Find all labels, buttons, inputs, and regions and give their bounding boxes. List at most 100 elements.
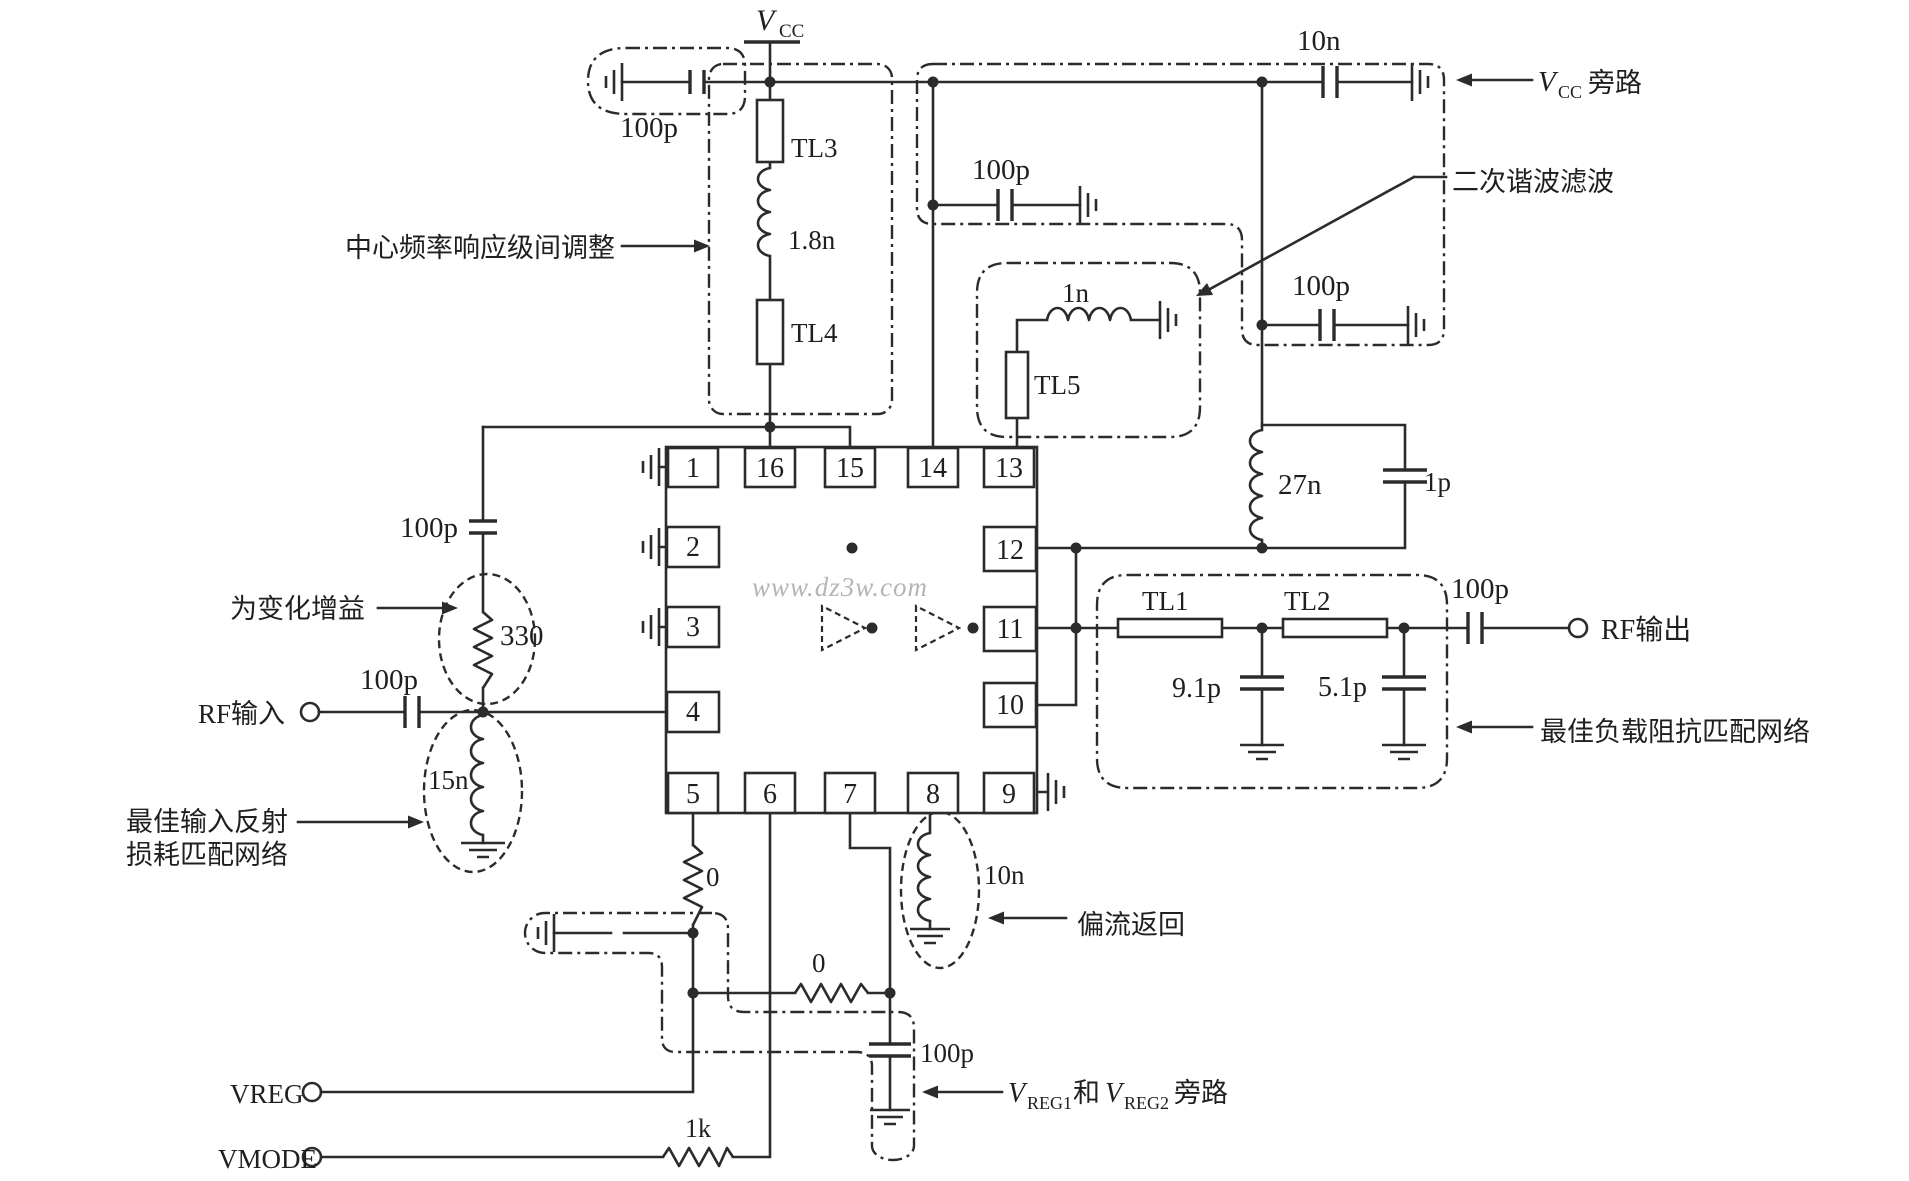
ic-pin-box-12 [982,525,1038,573]
ic-pin-box-1 [666,446,720,489]
ground-symbol [641,528,661,566]
arrow-icon [442,601,458,615]
value-tl4: TL4 [791,318,838,348]
ic-pin-box-15 [823,446,877,489]
tline-tl2 [1281,617,1389,639]
ic-pin-box-4 [665,690,721,734]
ic-pin-label-16: 16 [756,453,784,484]
ic-pin-box-16 [743,446,797,489]
annotation-vreg-sub1: REG1 [1027,1093,1072,1113]
value-topright-100p: 100p [972,154,1030,186]
arrow-icon [1456,73,1472,87]
capacitor-9p1 [1240,675,1284,691]
ic-pin-box-5 [666,771,720,815]
inductor-1n [1045,306,1133,322]
capacitor-output-100p [1466,612,1484,644]
pcb-boundary-outlines [422,46,1449,1162]
vreg-boundary-channel [523,911,916,1162]
vcc-bypass-boundary [915,62,1446,347]
value-9p1: 9.1p [1172,673,1221,704]
capacitor-topleft-100p [688,70,706,94]
ground-symbol [1406,306,1426,344]
arrow-icon [1456,720,1472,734]
tline-tl5 [1004,350,1030,420]
ic-pin-box-8 [906,771,960,815]
value-right-100p: 100p [1292,270,1350,302]
value-shunt-100p: 100p [400,512,458,544]
value-1p8n: 1.8n [788,225,836,255]
ic-pin-box-10 [982,681,1038,729]
tline-tl3 [755,98,785,164]
ground-symbol [641,608,661,646]
vmode-chain-wire [319,811,772,1159]
inductor-bias-10n [916,831,932,923]
arrow-icon [408,815,424,829]
resistors [472,611,870,1168]
value-27n: 27n [1278,469,1322,501]
rf-output-terminal [1567,617,1589,639]
arrow-icon [694,239,710,253]
vcc-feed-wire [1260,80,1410,432]
junction-dots [477,76,1410,999]
transmission-lines [755,98,1389,639]
annotation-input-match-2: 损耗匹配网络 [126,840,288,870]
resistor-0-vertical [682,844,704,926]
value-1k: 1k [685,1114,711,1143]
tline-tl1 [1116,617,1224,639]
ic-pin-label-1: 1 [686,453,700,484]
ground-symbol [1078,186,1098,224]
value-1n: 1n [1062,278,1090,308]
ic-pin-box-2 [665,525,721,569]
interstage-chain-wire [481,80,852,450]
ground-pin-stub-wire [657,465,1050,794]
vcc-sub-label: CC [779,21,804,42]
ic-pin-label-2: 2 [686,532,700,563]
resistor-0-horizontal [793,982,870,1004]
ground-symbol [1046,773,1066,811]
ic-pin-label-7: 7 [843,779,857,810]
gain-resistor-boundary [437,572,537,706]
ic-body [664,445,1039,815]
annotation-vcc-bypass-v: V [1538,66,1559,98]
capacitor-5p1 [1382,675,1426,691]
ic-pin-box-6 [743,771,797,815]
annotation-harmonic: 二次谐波滤波 [1452,167,1614,197]
ic-pin-label-12: 12 [996,535,1024,566]
vreg-terminal [301,1081,323,1103]
ic-outline [664,445,1039,815]
ground-symbol [461,841,505,859]
resistor-1k [661,1146,735,1168]
vmode-label: VMODE [218,1144,317,1174]
bias-return-boundary [899,810,981,970]
inductor-27n [1248,428,1264,542]
annotation-arrows [296,73,1534,1099]
vmode-terminal [301,1146,323,1168]
arrow-icon [1196,283,1213,296]
arrow-icon [988,911,1004,925]
ic-pin-label-11: 11 [997,614,1024,645]
capacitor-topright-100p [996,189,1014,221]
pin7-bypass-wire [848,811,892,1112]
harmonic-filter-wire [1015,318,1162,450]
ic-pin-box-11 [982,605,1038,653]
tline-tl4 [755,298,785,366]
value-10n: 10n [1297,25,1341,57]
inductor-15n [469,713,485,837]
annotation-vcc-bypass-sub: CC [1558,82,1582,102]
watermark: www.dz3w.com [752,572,928,602]
ground-symbol [1240,743,1284,761]
ic-pin-label-9: 9 [1002,779,1016,810]
value-tl5: TL5 [1034,370,1081,400]
ground-symbol [536,914,556,952]
vreg-chain-wire [319,811,695,1094]
ic-pin-box-7 [823,771,877,815]
ground-symbol [870,1108,910,1126]
value-output-100p: 100p [1451,573,1509,605]
value-input-100p: 100p [360,664,418,696]
rf-input-terminal [299,701,321,723]
ic-pin-box-3 [665,605,721,649]
ground-symbol [910,927,950,945]
ic-pin-box-14 [906,446,960,489]
interstage-boundary-box [707,62,894,416]
